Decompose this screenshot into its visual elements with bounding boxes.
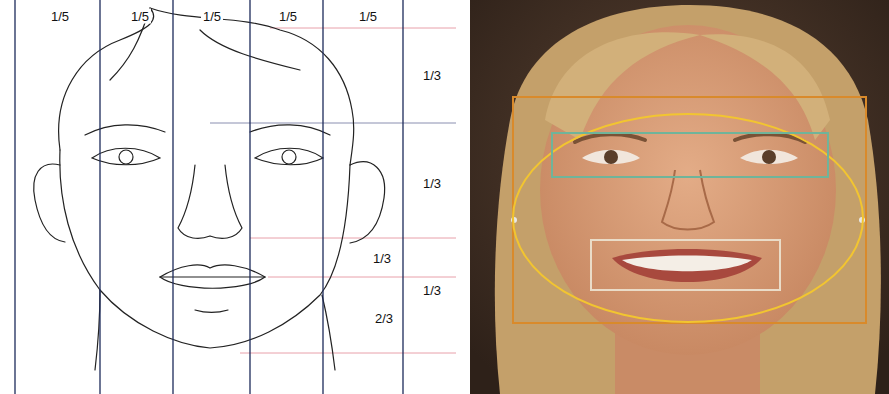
chin-mark (195, 310, 228, 312)
fraction-label: 1/3 (421, 68, 443, 83)
photo-panel (470, 0, 889, 394)
nose (178, 165, 242, 238)
guide-line (402, 0, 403, 394)
guide-line (14, 0, 15, 394)
iris (762, 150, 776, 164)
eye (92, 148, 160, 165)
hair-fringe (545, 32, 700, 140)
face-sketch (34, 8, 385, 370)
eye (582, 150, 640, 164)
guide-line (240, 353, 456, 354)
iris (282, 150, 296, 164)
fraction-label: 1/5 (201, 9, 223, 24)
lips (160, 265, 265, 288)
eyebrow (575, 134, 645, 142)
guide-line (270, 28, 456, 29)
guide-line (210, 123, 456, 124)
face-oval (513, 114, 863, 322)
teeth (622, 256, 752, 272)
eye (740, 150, 798, 164)
guide-line (250, 238, 456, 239)
guide-line (99, 0, 100, 394)
guide-line (322, 0, 323, 394)
iris (119, 150, 133, 164)
face (540, 25, 836, 355)
guide-line (268, 277, 456, 278)
fraction-label: 1/5 (129, 9, 151, 24)
neck (95, 290, 335, 370)
vertical-guides (15, 0, 403, 394)
face-contour (60, 150, 350, 348)
fraction-label: 1/3 (371, 251, 393, 266)
guide-line (172, 0, 173, 394)
hair (495, 5, 881, 394)
sketch-panel (0, 0, 458, 394)
smile-rect (591, 240, 780, 290)
eye-line-rect (552, 133, 828, 177)
ear (34, 164, 65, 242)
sketch-ground (0, 0, 458, 394)
face-frame-rect (513, 97, 866, 323)
fraction-label: 1/3 (421, 176, 443, 191)
head-outline (59, 8, 354, 165)
eyebrow (250, 125, 330, 135)
eyebrow (85, 125, 165, 135)
photo-background (470, 0, 889, 394)
fraction-label: 1/5 (357, 9, 379, 24)
eye (255, 148, 323, 165)
horizontal-guides (210, 28, 456, 353)
lip-line (160, 276, 265, 277)
ear (350, 162, 385, 243)
hair-strands (110, 8, 300, 80)
lips (612, 249, 762, 282)
fraction-label: 1/5 (49, 9, 71, 24)
iris (604, 150, 618, 164)
guide-line (249, 0, 250, 394)
nose (662, 170, 714, 230)
fraction-label: 2/3 (373, 311, 395, 326)
fraction-label: 1/3 (421, 283, 443, 298)
fraction-label: 1/5 (277, 9, 299, 24)
